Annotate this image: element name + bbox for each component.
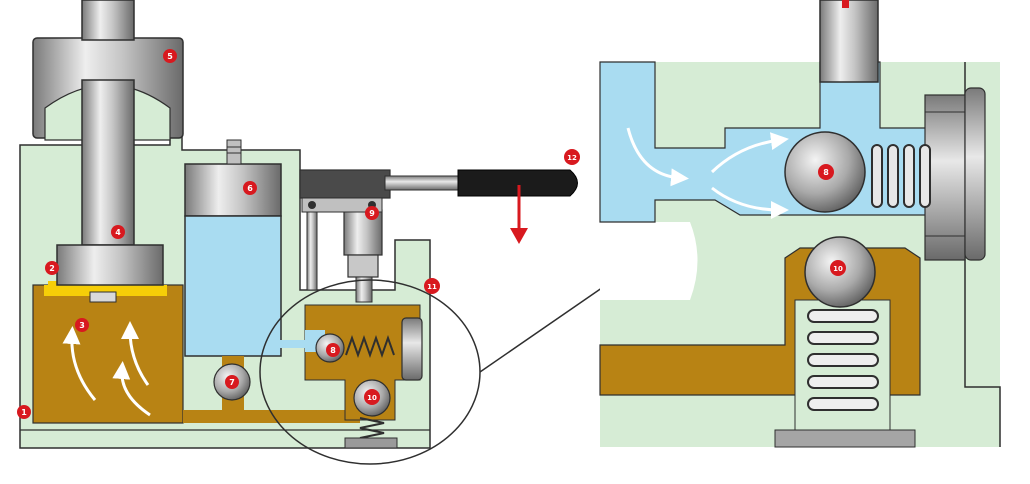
- label-2: 2: [45, 261, 59, 275]
- svg-text:3: 3: [79, 321, 85, 330]
- svg-text:7: 7: [229, 378, 235, 387]
- label-12: 12: [564, 149, 580, 165]
- label-8-detail: 8: [818, 164, 834, 180]
- push-down-arrow: [510, 185, 528, 244]
- spring-8-detail: [871, 144, 931, 208]
- label-6: 6: [243, 181, 257, 195]
- oil-channel: [183, 410, 360, 423]
- label-5: 5: [163, 49, 177, 63]
- detail-view: [599, 0, 1001, 448]
- svg-text:8: 8: [330, 346, 336, 355]
- label-9: 9: [365, 206, 379, 220]
- label-4: 4: [111, 225, 125, 239]
- left-flow-arrows: [62, 321, 151, 417]
- pump-lever: [299, 169, 461, 213]
- svg-text:4: 4: [115, 228, 121, 237]
- svg-text:2: 2: [49, 264, 55, 273]
- svg-text:9: 9: [369, 209, 375, 218]
- lever-handle-grip: [457, 169, 578, 197]
- svg-text:5: 5: [167, 52, 173, 61]
- svg-text:1: 1: [21, 408, 27, 417]
- pressure-oil-chamber: [32, 284, 184, 424]
- label-11: 11: [424, 278, 440, 294]
- svg-text:6: 6: [247, 184, 253, 193]
- ram-piston-rod: [81, 79, 135, 246]
- spring-10-detail: [807, 309, 879, 411]
- label-8: 8: [326, 343, 340, 357]
- svg-text:10: 10: [367, 394, 377, 402]
- svg-text:11: 11: [427, 283, 437, 291]
- callout-labels: 1 2 3 4 5 6 7 8 9 10 11 12 8 10: [17, 49, 846, 419]
- svg-text:10: 10: [833, 265, 843, 273]
- label-7: 7: [225, 375, 239, 389]
- svg-text:12: 12: [567, 154, 577, 162]
- label-1: 1: [17, 405, 31, 419]
- label-10: 10: [364, 389, 380, 405]
- seal-cup: [44, 281, 167, 296]
- detail-flow-arrows: [626, 127, 789, 219]
- spring-8-small: [345, 334, 395, 359]
- spring-10-small: [359, 417, 385, 439]
- ram-rod-top: [81, 0, 135, 41]
- label-3: 3: [75, 318, 89, 332]
- ram-piston-head: [56, 244, 164, 286]
- svg-text:8: 8: [823, 168, 829, 177]
- label-10-detail: 10: [830, 260, 846, 276]
- oil-reservoir: [184, 139, 282, 357]
